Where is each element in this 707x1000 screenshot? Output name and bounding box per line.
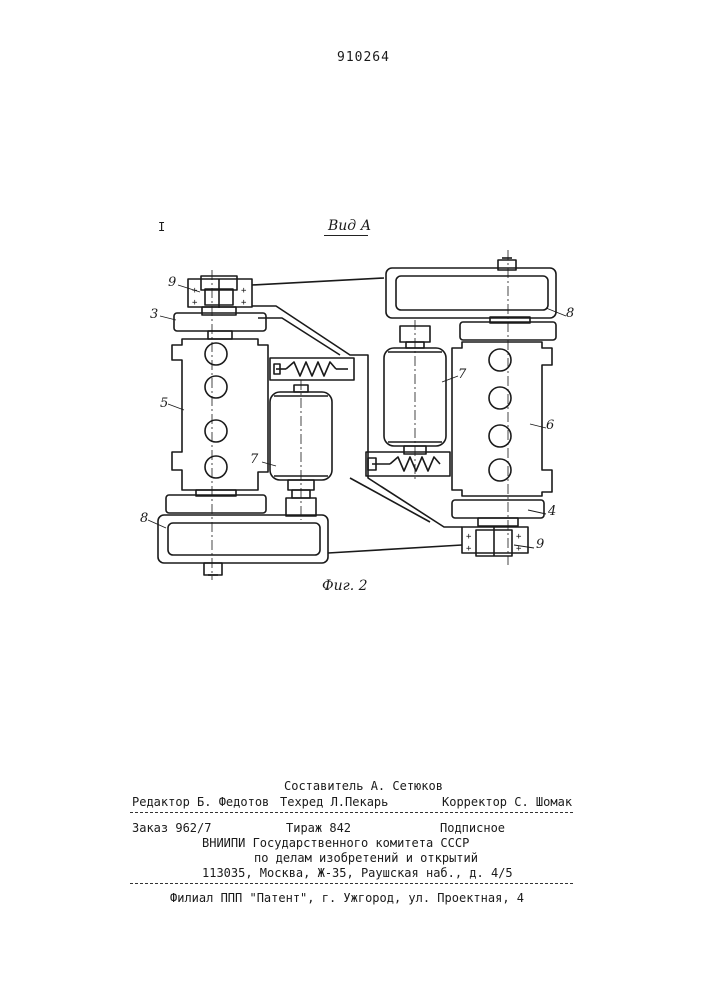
plate-right-bottom (452, 500, 544, 518)
divider-top (130, 812, 573, 813)
editor-line: Редактор Б. Федотов (132, 795, 269, 809)
svg-text:+: + (466, 544, 472, 554)
label-9-top: 9 (168, 275, 176, 290)
figure-caption: Фиг. 2 (322, 578, 368, 594)
svg-text:+: + (516, 532, 522, 542)
techred-line: Техред Л.Пекарь (280, 795, 388, 809)
organization-line-1: ВНИИПИ Государственного комитета СССР (202, 836, 469, 850)
compiler-line: Составитель А. Сетюков (284, 779, 443, 793)
label-3: 3 (150, 307, 158, 322)
address-line: 113035, Москва, Ж-35, Раушская наб., д. … (202, 866, 513, 880)
body-right (452, 342, 552, 496)
subscription-line: Подписное (440, 821, 505, 835)
roller (205, 376, 227, 398)
plate-left-bottom (166, 495, 266, 513)
frame-inner-left-2 (258, 318, 340, 355)
order-line: Заказ 962/7 (132, 821, 211, 835)
label-5: 5 (160, 396, 168, 411)
divider-bottom (130, 883, 573, 884)
coupling-block-top: + + + + (188, 276, 252, 308)
roller (205, 456, 227, 478)
svg-text:+: + (241, 298, 247, 308)
coupling-block-bottom: + + + + (462, 527, 528, 556)
frame-line-top (252, 278, 384, 285)
frame-line-bottom (328, 545, 462, 553)
label-9-bottom: 9 (536, 537, 544, 552)
label-8-right: 8 (566, 306, 574, 321)
branch-line: Филиал ППП "Патент", г. Ужгород, ул. Про… (170, 891, 524, 905)
organization-line-2: по делам изобретений и открытий (254, 851, 478, 865)
svg-text:+: + (466, 532, 472, 542)
label-7-right: 7 (458, 367, 466, 382)
roller (205, 420, 227, 442)
body-left (172, 339, 268, 490)
label-6: 6 (546, 418, 554, 433)
roller (205, 343, 227, 365)
spring-unit-right (366, 452, 450, 476)
label-8-left: 8 (140, 511, 148, 526)
label-7-left: 7 (250, 452, 258, 467)
svg-text:+: + (192, 298, 198, 308)
spring-unit-left (270, 358, 354, 380)
corrector-line: Корректор С. Шомак (442, 795, 572, 809)
label-4: 4 (548, 504, 556, 519)
circulation-line: Тираж 842 (286, 821, 351, 835)
frame-inner-right (350, 478, 430, 522)
svg-text:+: + (241, 286, 247, 296)
